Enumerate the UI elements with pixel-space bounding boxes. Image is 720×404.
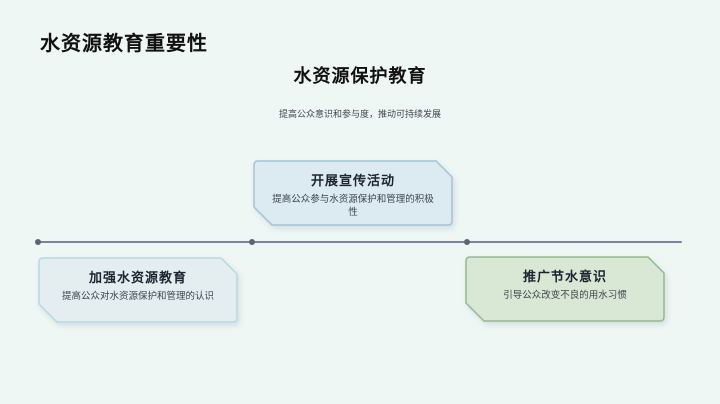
card-shape-chamfered	[253, 160, 453, 226]
card-shape-chamfered	[38, 257, 238, 323]
timeline-card-campaign: 开展宣传活动 提高公众参与水资源保护和管理的积极性	[253, 160, 453, 226]
timeline-line	[38, 241, 682, 243]
card-desc: 提高公众参与水资源保护和管理的积极性	[272, 194, 434, 218]
section-subheading: 提高公众意识和参与度，推动可持续发展	[278, 109, 441, 119]
card-title: 开展宣传活动	[310, 173, 395, 188]
section-heading: 水资源保护教育	[293, 66, 427, 86]
timeline-dot	[464, 239, 470, 245]
card-title: 加强水资源教育	[88, 270, 187, 285]
card-shape-chamfered	[465, 256, 665, 322]
card-body: 加强水资源教育 提高公众对水资源保护和管理的认识	[38, 257, 238, 323]
timeline-card-education: 加强水资源教育 提高公众对水资源保护和管理的认识	[38, 257, 238, 323]
card-body: 推广节水意识 引导公众改变不良的用水习惯	[465, 256, 665, 322]
card-body: 开展宣传活动 提高公众参与水资源保护和管理的积极性	[253, 160, 453, 226]
card-desc: 引导公众改变不良的用水习惯	[503, 290, 627, 301]
page-title: 水资源教育重要性	[40, 33, 208, 55]
timeline-dot	[249, 239, 255, 245]
timeline-card-conservation: 推广节水意识 引导公众改变不良的用水习惯	[465, 256, 665, 322]
timeline-dot	[35, 239, 41, 245]
card-desc: 提高公众对水资源保护和管理的认识	[61, 291, 214, 302]
card-title: 推广节水意识	[522, 269, 607, 284]
